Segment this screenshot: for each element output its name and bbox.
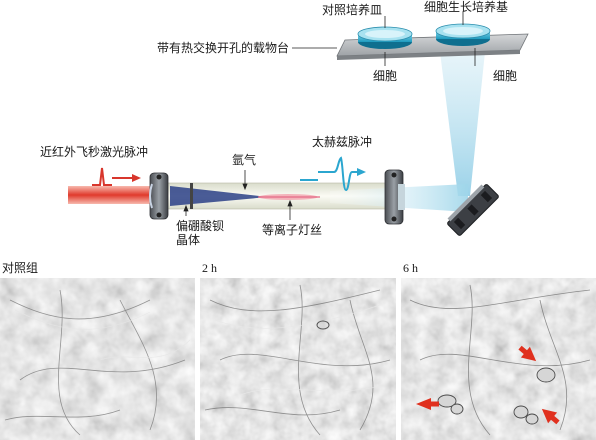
bbo-crystal [190,183,193,209]
parabolic-mirror [447,184,499,236]
micrograph-6h [401,278,596,440]
panel-label-2h: 2 h [202,261,217,275]
growth-medium-dish [435,23,491,46]
bbo-crystal-label-2: 晶体 [176,233,200,247]
thz-pulse-icon [300,156,366,192]
red-arrow-1 [416,398,431,410]
stage-label: 带有热交换开孔的载物台 [157,40,289,55]
focused-beam-cone [170,186,268,206]
plasma-label: 等离子灯丝 [262,222,322,237]
laser-label: 近红外飞秒激光脉冲 [40,144,148,159]
laser-pulse-icon [92,167,112,186]
red-indicator-arrows [416,345,560,425]
panel-separator-2 [396,278,401,440]
argon-label: 氩气 [232,152,256,167]
micrograph-control [0,278,195,440]
laser-beam [68,186,156,204]
panel-label-6h: 6 h [403,261,418,275]
thz-beam-vertical [440,52,485,196]
cell-label-left: 细胞 [373,69,397,83]
panel-label-control: 对照组 [2,261,38,275]
red-arrow-3 [541,408,558,424]
control-dish [357,26,413,49]
control-dish-label: 对照培养皿 [322,2,382,17]
cell-label-right: 细胞 [493,69,517,83]
bbo-crystal-label-1: 偏硼酸钡 [176,218,224,233]
right-window-flange [384,169,405,225]
left-window-flange [149,172,169,220]
red-arrow-2 [520,346,537,362]
thz-label: 太赫兹脉冲 [312,134,372,149]
laser-direction-arrow [112,174,141,182]
vacuole-cluster [437,367,556,425]
panel-separator-1 [195,278,200,440]
label-leaders [183,12,476,220]
micrograph-2h [200,278,396,440]
growth-dish-label: 细胞生长培养基 [424,0,508,14]
